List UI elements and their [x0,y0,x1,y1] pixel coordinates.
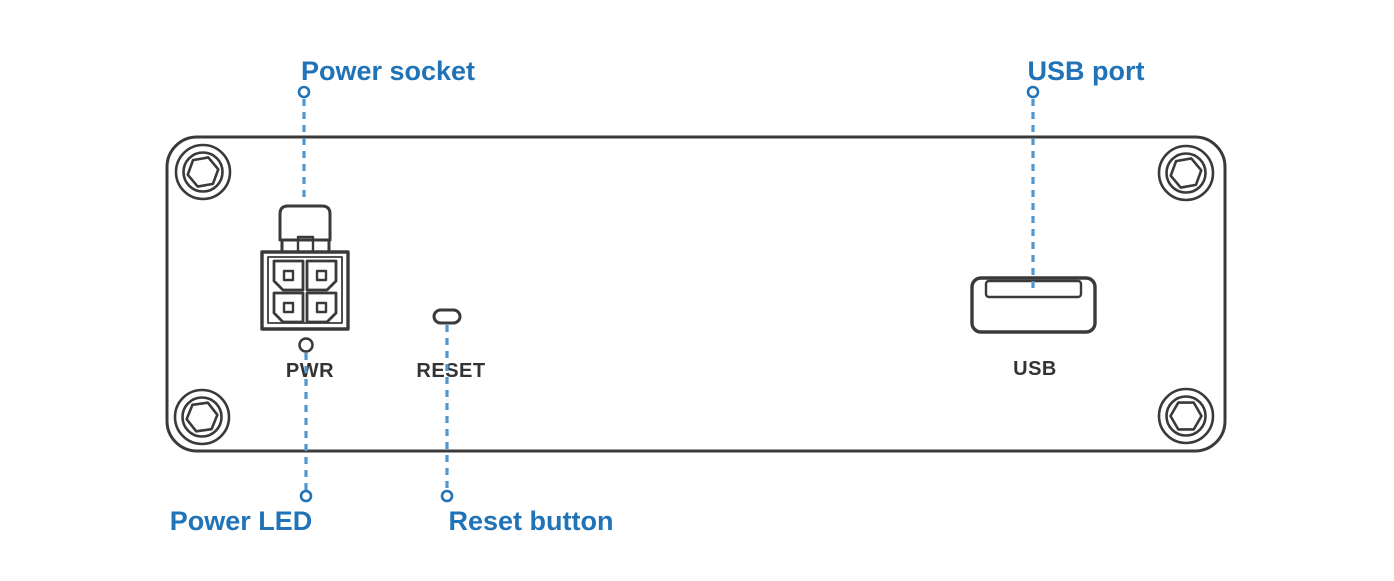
device-panel-outline [165,135,1227,453]
power-socket-connector [260,204,350,331]
screw-bottom-left-icon [173,388,231,446]
screw-bottom-right-icon [1157,387,1215,445]
callout-endpoint-usb-port [1026,85,1040,99]
screw-top-left-icon [174,143,232,201]
marking-pwr: PWR [286,360,334,382]
callout-endpoint-power-socket [297,85,311,99]
power-socket-housing-inner [267,256,343,324]
power-led-indicator [298,337,314,353]
reset-pinhole [432,308,462,325]
power-plug-latch-band [280,238,331,254]
pin-top-left [282,269,295,282]
pin-bottom-left [282,301,295,314]
callout-label-usb-port: USB port [1028,56,1145,86]
pin-top-right [315,269,328,282]
callout-label-power-led: Power LED [170,506,313,536]
screw-top-right-icon [1157,144,1215,202]
pin-cavity-top-left [272,259,305,292]
pin-cavity-bottom-left [272,291,305,324]
power-socket-housing-outer [260,250,350,331]
callout-endpoint-reset-button [440,489,454,503]
marking-usb: USB [1013,358,1057,380]
callout-endpoint-power-led [299,489,313,503]
pin-cavity-top-right [305,259,338,292]
power-plug-top [278,204,332,242]
callout-label-reset-button: Reset button [449,506,614,536]
pin-bottom-right [315,301,328,314]
marking-reset: RESET [416,360,485,382]
pin-cavity-bottom-right [305,291,338,324]
usb-port-shell [970,276,1097,334]
callout-label-power-socket: Power socket [301,56,475,86]
